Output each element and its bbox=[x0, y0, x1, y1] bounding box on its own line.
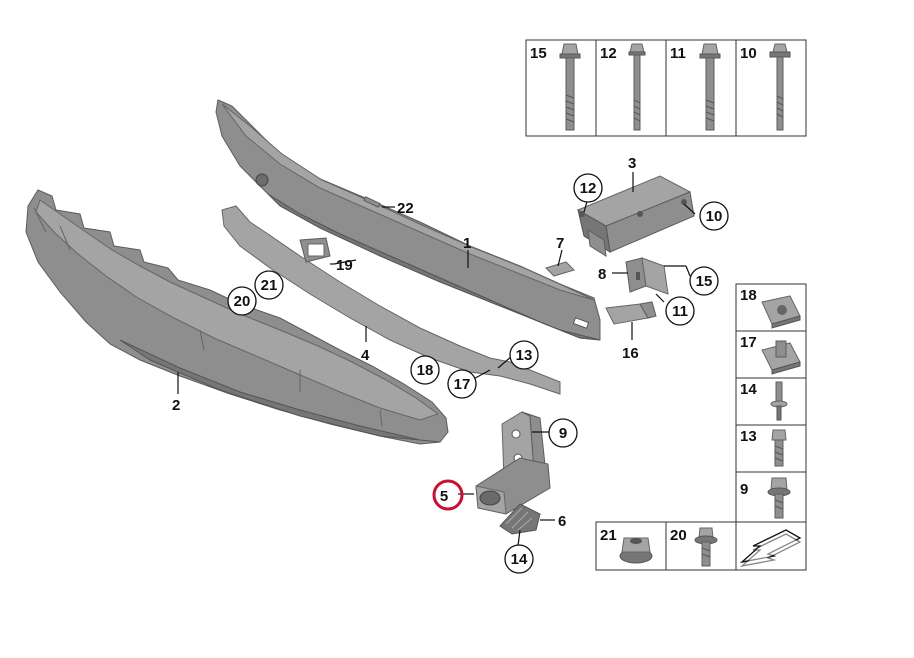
callout-12: 12 bbox=[573, 173, 603, 203]
bolt-cell-label-10: 10 bbox=[740, 45, 757, 62]
fastener-panel-bottom: 21 20 bbox=[595, 521, 807, 571]
bolt-panel-top: 15 12 11 10 bbox=[525, 39, 807, 137]
direction-arrow-icon bbox=[739, 529, 802, 568]
callout-label-1: 1 bbox=[463, 235, 471, 252]
bolt-10-image bbox=[769, 43, 791, 131]
bolt-12-image bbox=[628, 43, 646, 131]
callout-label-17: 17 bbox=[454, 376, 471, 393]
callout-label-15: 15 bbox=[696, 273, 713, 290]
bumper-carrier-part-1 bbox=[215, 99, 601, 341]
callout-label-13: 13 bbox=[516, 347, 533, 364]
fastener-cell-label-20: 20 bbox=[670, 527, 687, 544]
fastener-cell-label-21: 21 bbox=[600, 527, 617, 544]
callout-16: 16 bbox=[622, 345, 639, 362]
bracket-part-8 bbox=[625, 257, 669, 295]
callout-label-21: 21 bbox=[261, 277, 278, 294]
callout-label-9: 9 bbox=[559, 425, 567, 442]
callout-label-11: 11 bbox=[672, 303, 688, 320]
pin-part-22 bbox=[363, 196, 381, 208]
callout-label-18: 18 bbox=[417, 362, 434, 379]
callout-1: 1 bbox=[463, 235, 471, 252]
callout-label-8: 8 bbox=[598, 266, 606, 283]
fastener-cell-label-9: 9 bbox=[740, 481, 748, 498]
callout-3: 3 bbox=[628, 155, 636, 172]
fastener-panel-right: 18 17 14 13 9 bbox=[735, 283, 807, 523]
callout-label-10: 10 bbox=[706, 208, 723, 225]
bumper-support-part-2 bbox=[25, 189, 449, 445]
callout-21: 21 bbox=[254, 270, 284, 300]
callout-label-4: 4 bbox=[361, 347, 370, 364]
clip-nut-17-image bbox=[761, 340, 801, 375]
callout-9: 9 bbox=[548, 418, 578, 448]
bolt-cell-label-12: 12 bbox=[600, 45, 617, 62]
callout-4: 4 bbox=[361, 347, 370, 364]
callout-label-3: 3 bbox=[628, 155, 636, 172]
callout-17: 17 bbox=[447, 369, 477, 399]
callout-label-22: 22 bbox=[397, 200, 414, 217]
bolt-15-image bbox=[559, 43, 581, 131]
screw-13-image bbox=[771, 429, 787, 467]
reinforcement-strip-part-4 bbox=[221, 205, 561, 395]
plate-part-7 bbox=[545, 261, 575, 277]
callout-22: 22 bbox=[397, 200, 414, 217]
bracket-part-3 bbox=[576, 175, 695, 257]
callout-20: 20 bbox=[227, 286, 257, 316]
callout-label-19: 19 bbox=[336, 257, 353, 274]
callout-19: 19 bbox=[330, 257, 353, 274]
callout-13: 13 bbox=[509, 340, 539, 370]
callout-label-20: 20 bbox=[234, 293, 251, 310]
bolt-cell-label-15: 15 bbox=[530, 45, 547, 62]
callout-label-14: 14 bbox=[511, 551, 528, 568]
flange-bolt-20-image bbox=[694, 527, 718, 567]
callout-7: 7 bbox=[556, 235, 564, 252]
callout-label-2: 2 bbox=[172, 397, 180, 414]
callout-18: 18 bbox=[410, 355, 440, 385]
callout-label-5: 5 bbox=[440, 488, 448, 505]
fastener-cell-label-14: 14 bbox=[740, 381, 757, 398]
fastener-cell-label-17: 17 bbox=[740, 334, 757, 351]
callout-label-16: 16 bbox=[622, 345, 639, 362]
callout-5-highlighted: 5 bbox=[432, 479, 464, 511]
crash-box-part-5 bbox=[475, 457, 551, 515]
clip-nut-18-image bbox=[761, 295, 801, 329]
callout-2: 2 bbox=[172, 397, 180, 414]
bolt-cell-label-11: 11 bbox=[670, 45, 686, 62]
bolt-11-image bbox=[699, 43, 721, 131]
callout-8: 8 bbox=[598, 266, 606, 283]
callout-15: 15 bbox=[689, 266, 719, 296]
foam-block-part-6 bbox=[499, 503, 541, 535]
callout-11: 11 bbox=[665, 296, 695, 326]
callout-label-12: 12 bbox=[580, 180, 597, 197]
callout-14: 14 bbox=[504, 544, 534, 574]
fastener-cell-label-13: 13 bbox=[740, 428, 757, 445]
callout-label-7: 7 bbox=[556, 235, 564, 252]
flange-bolt-9-image bbox=[767, 477, 791, 519]
callout-6: 6 bbox=[558, 513, 566, 530]
highlight-ring bbox=[432, 479, 464, 511]
flange-nut-21-image bbox=[619, 537, 653, 564]
callout-10: 10 bbox=[699, 201, 729, 231]
rivet-14-image bbox=[770, 381, 788, 421]
callout-label-6: 6 bbox=[558, 513, 566, 530]
bracket-part-16 bbox=[605, 301, 657, 325]
fastener-cell-label-18: 18 bbox=[740, 287, 757, 304]
